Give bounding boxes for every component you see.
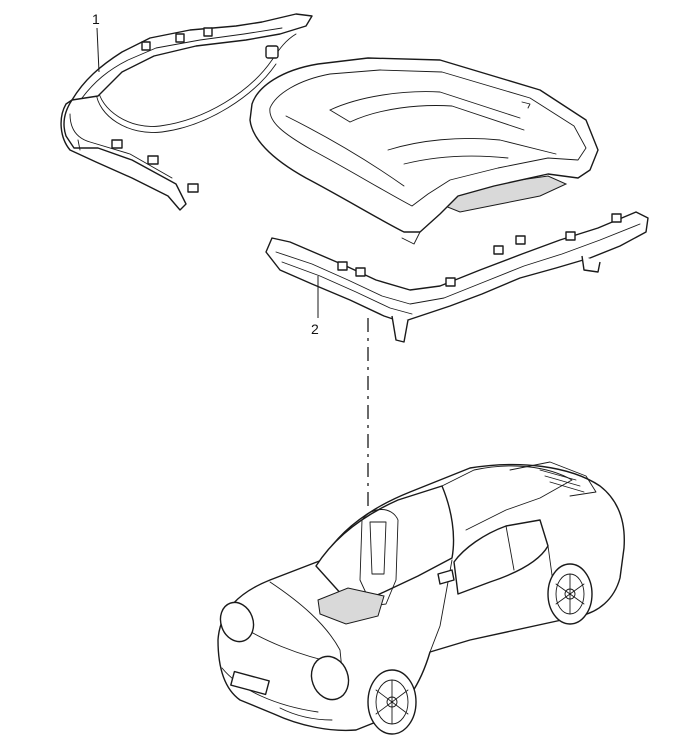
part-1-side-frame[interactable]	[60, 13, 313, 211]
seat-cushion[interactable]	[249, 57, 599, 245]
callout-1-leader	[96, 27, 100, 73]
car-illustration	[217, 461, 625, 735]
callout-2-label: 2	[311, 321, 319, 337]
callout-1-label: 1	[92, 11, 100, 27]
part-2-side-frame[interactable]	[265, 211, 649, 343]
